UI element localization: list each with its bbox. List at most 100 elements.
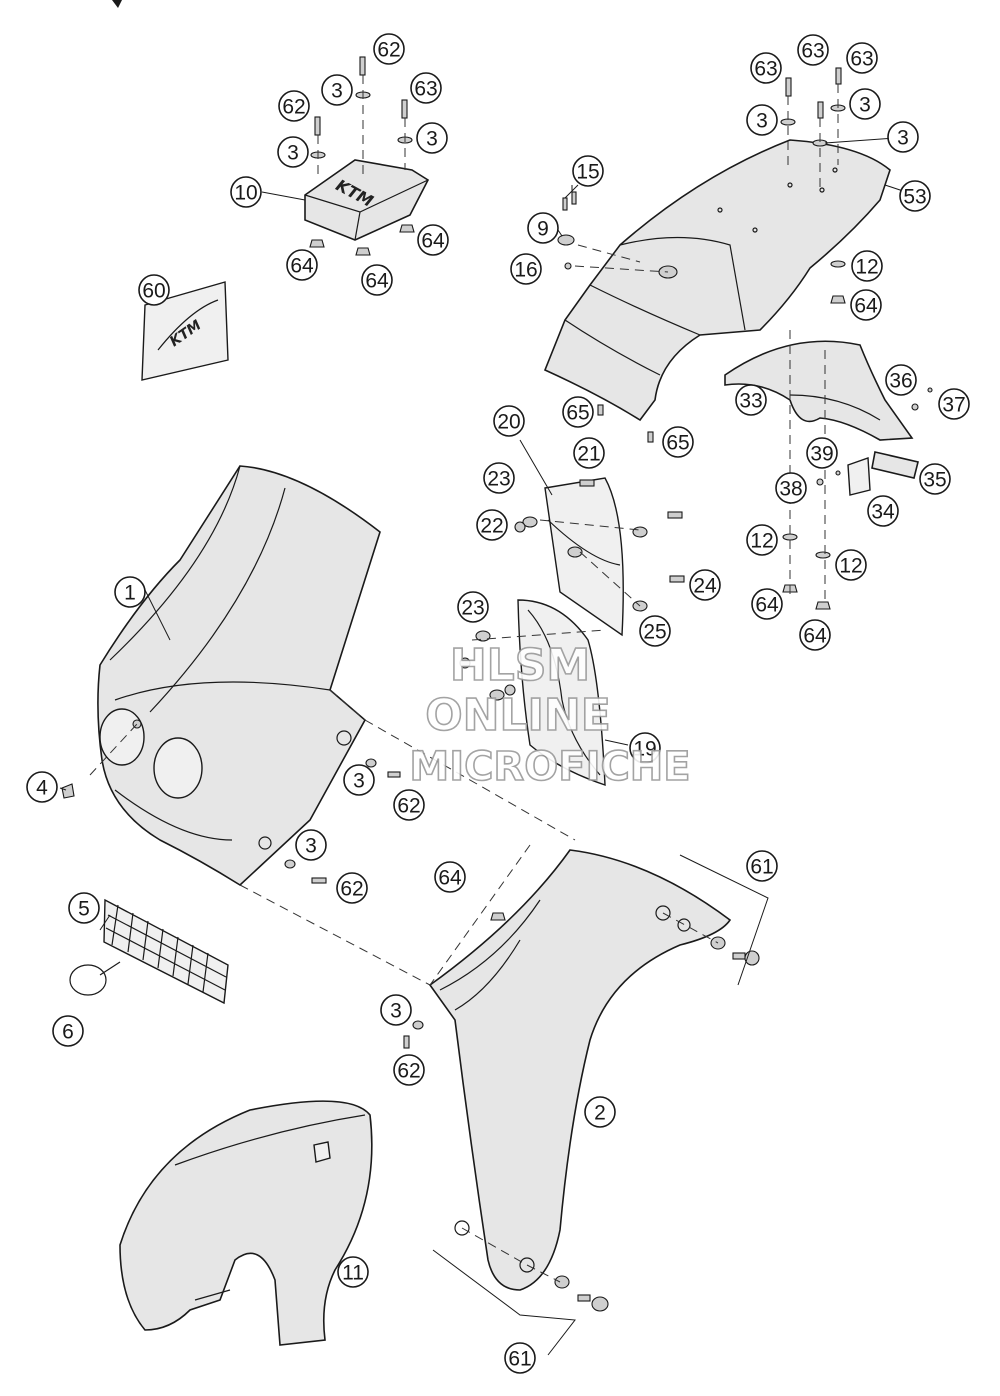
callout-number: 12 bbox=[839, 555, 862, 578]
callout-22: 22 bbox=[476, 509, 508, 541]
callout-number: 15 bbox=[576, 161, 599, 184]
callout-3: 3 bbox=[416, 122, 448, 154]
callout-circle bbox=[361, 264, 393, 296]
callout-circle bbox=[775, 472, 807, 504]
front-fender-part bbox=[119, 1100, 373, 1346]
callout-circle bbox=[483, 462, 515, 494]
headlight-mask-part bbox=[97, 465, 381, 887]
callout-4: 4 bbox=[26, 771, 58, 803]
callout-circle bbox=[735, 384, 767, 416]
callout-number: 53 bbox=[903, 186, 926, 209]
callout-number: 16 bbox=[514, 259, 537, 282]
callout-circle bbox=[584, 1096, 616, 1128]
callout-number: 3 bbox=[287, 142, 299, 165]
callout-number: 3 bbox=[859, 94, 871, 117]
callout-number: 21 bbox=[577, 443, 600, 466]
callout-number: 3 bbox=[756, 110, 768, 133]
callout-62: 62 bbox=[393, 1054, 425, 1086]
callout-circle bbox=[278, 90, 310, 122]
callout-3: 3 bbox=[887, 121, 919, 153]
side-fairing-part bbox=[428, 849, 732, 1291]
callout-circle bbox=[230, 176, 262, 208]
callout-circle bbox=[380, 994, 412, 1026]
callout-number: 64 bbox=[755, 594, 779, 617]
mud-flap-part bbox=[517, 599, 606, 786]
callout-35: 35 bbox=[919, 463, 951, 495]
callout-circle bbox=[850, 289, 882, 321]
callout-circle bbox=[510, 253, 542, 285]
callout-53: 53 bbox=[899, 180, 931, 212]
callout-circle bbox=[343, 764, 375, 796]
assembly-lines bbox=[89, 75, 839, 1283]
callout-12: 12 bbox=[835, 549, 867, 581]
callout-3: 3 bbox=[343, 764, 375, 796]
callout-circle bbox=[572, 155, 604, 187]
callout-number: 33 bbox=[739, 390, 762, 413]
callout-number: 34 bbox=[871, 501, 895, 524]
callout-64: 64 bbox=[434, 861, 466, 893]
callout-23: 23 bbox=[483, 462, 515, 494]
callout-63: 63 bbox=[410, 72, 442, 104]
callout-64: 64 bbox=[286, 249, 318, 281]
callout-number: 10 bbox=[234, 182, 257, 205]
callout-number: 65 bbox=[666, 432, 689, 455]
callout-circle bbox=[434, 861, 466, 893]
callout-number: 62 bbox=[397, 1060, 420, 1083]
callout-number: 39 bbox=[810, 443, 833, 466]
callout-number: 3 bbox=[390, 1000, 402, 1023]
callout-11: 11 bbox=[337, 1256, 369, 1288]
callout-number: 64 bbox=[421, 230, 445, 253]
callout-circle bbox=[887, 121, 919, 153]
callout-24: 24 bbox=[689, 569, 721, 601]
callout-circle bbox=[689, 569, 721, 601]
callout-circle bbox=[26, 771, 58, 803]
callout-6: 6 bbox=[52, 1015, 84, 1047]
watermark-line2: ONLINE bbox=[425, 690, 611, 741]
callout-number: 62 bbox=[282, 96, 305, 119]
callout-circle bbox=[899, 180, 931, 212]
callout-number: 64 bbox=[854, 295, 878, 318]
callout-circle bbox=[393, 1054, 425, 1086]
callout-62: 62 bbox=[336, 872, 368, 904]
callout-circle bbox=[846, 42, 878, 74]
callout-number: 2 bbox=[594, 1102, 606, 1125]
callout-circle bbox=[629, 732, 661, 764]
callout-circle bbox=[746, 104, 778, 136]
callout-39: 39 bbox=[806, 437, 838, 469]
callout-circle bbox=[806, 437, 838, 469]
callout-circle bbox=[799, 619, 831, 651]
callout-circle bbox=[504, 1342, 536, 1374]
callout-circle bbox=[417, 224, 449, 256]
callout-23: 23 bbox=[457, 591, 489, 623]
callout-number: 3 bbox=[305, 835, 317, 858]
callout-3: 3 bbox=[746, 104, 778, 136]
callout-2: 2 bbox=[584, 1096, 616, 1128]
callout-number: 65 bbox=[566, 402, 589, 425]
callout-number: 64 bbox=[290, 255, 314, 278]
callout-number: 5 bbox=[78, 898, 90, 921]
callout-circle bbox=[337, 1256, 369, 1288]
watermark-line3: MICROFICHE bbox=[409, 744, 690, 790]
callout-circle bbox=[373, 33, 405, 65]
callout-number: 20 bbox=[497, 411, 520, 434]
callout-61: 61 bbox=[746, 850, 778, 882]
callout-64: 64 bbox=[751, 588, 783, 620]
callout-circle bbox=[114, 576, 146, 608]
callout-36: 36 bbox=[885, 364, 917, 396]
header-fragment bbox=[112, 0, 122, 8]
callout-circle bbox=[751, 588, 783, 620]
callout-19: 19 bbox=[629, 732, 661, 764]
callout-number: 19 bbox=[633, 738, 656, 761]
callout-circle bbox=[662, 426, 694, 458]
callout-3: 3 bbox=[380, 994, 412, 1026]
callout-circle bbox=[527, 212, 559, 244]
callout-circle bbox=[286, 249, 318, 281]
callout-1: 1 bbox=[114, 576, 146, 608]
callout-number: 62 bbox=[340, 878, 363, 901]
callout-circle bbox=[52, 1015, 84, 1047]
callout-62: 62 bbox=[393, 789, 425, 821]
callout-circle bbox=[476, 509, 508, 541]
callout-3: 3 bbox=[849, 88, 881, 120]
callout-circle bbox=[457, 591, 489, 623]
callout-circle bbox=[885, 364, 917, 396]
